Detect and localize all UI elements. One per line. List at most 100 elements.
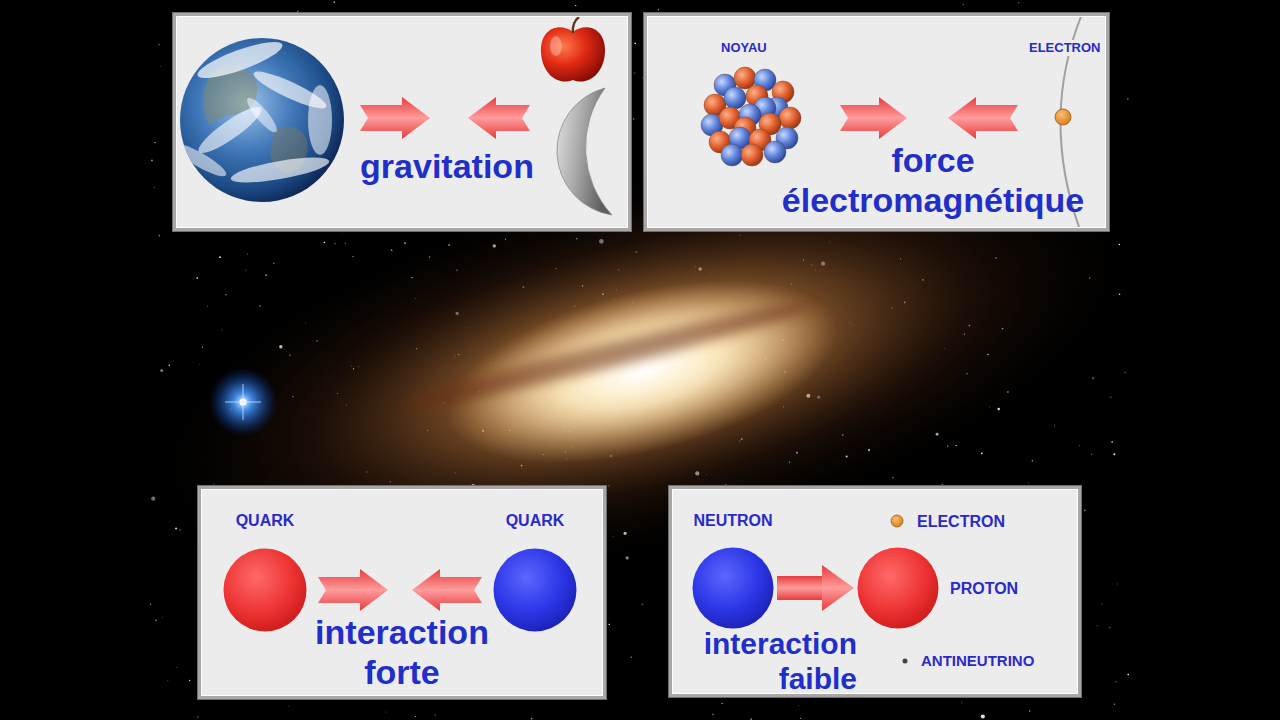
antineutrino-dot: [903, 659, 908, 664]
star: [287, 705, 289, 707]
star: [1091, 454, 1092, 455]
star: [1092, 377, 1094, 379]
star: [961, 702, 962, 703]
particle-sphere: [858, 548, 939, 629]
particle-sphere: [224, 549, 307, 632]
panel-fill: [643, 12, 1110, 232]
attraction-arrow: [948, 97, 1018, 139]
particle-shape: [223, 548, 307, 632]
particle-shape: [692, 547, 774, 629]
star: [324, 242, 326, 244]
nucleus: [741, 144, 763, 166]
panel-backgrounds: [172, 12, 1110, 700]
star: [273, 262, 275, 264]
star: [386, 711, 387, 712]
electron-dot: [1055, 109, 1071, 125]
text-slot: interaction forte: [292, 612, 512, 692]
star: [1029, 710, 1030, 711]
particle-label: QUARK: [235, 511, 296, 530]
star: [167, 680, 169, 682]
star: [219, 256, 221, 258]
star: [633, 118, 634, 119]
star: [202, 346, 203, 347]
particle-label: NOYAU: [720, 40, 768, 56]
star: [158, 235, 160, 237]
star: [334, 243, 335, 244]
star: [189, 680, 191, 682]
star: [798, 705, 800, 707]
star: [153, 187, 155, 189]
star: [247, 253, 249, 255]
star: [634, 43, 636, 45]
particle-label: NEUTRON: [692, 511, 773, 530]
star: [721, 703, 722, 704]
particle-sphere: [494, 549, 577, 632]
particle-circle: QUARK: [493, 511, 577, 632]
star: [150, 604, 151, 605]
force-name: gravitation: [347, 146, 547, 186]
particle-circle: PROTON: [857, 547, 1019, 629]
particle-label: QUARK: [505, 511, 566, 530]
blue-star: [209, 368, 277, 436]
star: [334, 2, 335, 3]
star: [160, 369, 163, 372]
star: [609, 624, 610, 625]
nucleus: [764, 141, 786, 163]
earth: [308, 85, 332, 155]
nucleus: [724, 87, 746, 109]
star: [353, 256, 354, 257]
star: [168, 365, 170, 367]
star: [981, 714, 985, 718]
star: [642, 604, 644, 606]
text-slot: force électromagnétique: [763, 140, 1103, 220]
star: [196, 277, 198, 279]
apple: [541, 27, 605, 81]
star: [1101, 603, 1102, 604]
star: [1079, 445, 1080, 446]
text-slot: QUARK: [505, 511, 566, 530]
text-slot: NOYAU: [720, 38, 768, 56]
panel-fill: [197, 485, 607, 700]
star: [658, 9, 659, 10]
particle-label: ELECTRON: [1028, 40, 1102, 56]
attraction-arrow: [468, 97, 530, 139]
star: [1109, 627, 1111, 629]
particle-label: ANTINEUTRINO: [920, 652, 1035, 670]
nucleus: [701, 67, 801, 166]
star: [1111, 441, 1113, 443]
blue-star: [225, 384, 261, 420]
star: [342, 233, 344, 235]
star: [1115, 681, 1116, 682]
text-slot: gravitation: [347, 146, 547, 186]
star: [750, 718, 752, 720]
electron-dot: [891, 515, 903, 527]
attraction-arrow: [360, 97, 430, 139]
star: [1032, 460, 1033, 461]
star: [800, 718, 801, 719]
text-slot: ANTINEUTRINO: [920, 652, 1035, 670]
text-slot: PROTON: [949, 579, 1019, 598]
star: [1096, 625, 1098, 627]
force-name: force électromagnétique: [763, 140, 1103, 220]
particle-circle: NEUTRON: [692, 511, 774, 629]
star: [1127, 98, 1128, 99]
force-name: interaction forte: [292, 612, 512, 692]
star: [575, 5, 576, 6]
star: [641, 76, 643, 78]
star: [981, 453, 983, 455]
particle-label: ELECTRON: [916, 512, 1006, 531]
panel-fill: [668, 485, 1082, 698]
earth: [229, 152, 331, 187]
blue-star: [209, 368, 277, 436]
text-slot: QUARK: [235, 511, 296, 530]
force-panel: interaction forte QUARK QUARK: [197, 485, 607, 700]
star: [1113, 453, 1115, 455]
text-slot: NEUTRON: [692, 511, 773, 530]
nucleus: [721, 144, 743, 166]
force-panel: gravitation: [172, 12, 632, 232]
force-panel: NOYAU ELECTRON force électromagnétique: [643, 12, 1110, 232]
